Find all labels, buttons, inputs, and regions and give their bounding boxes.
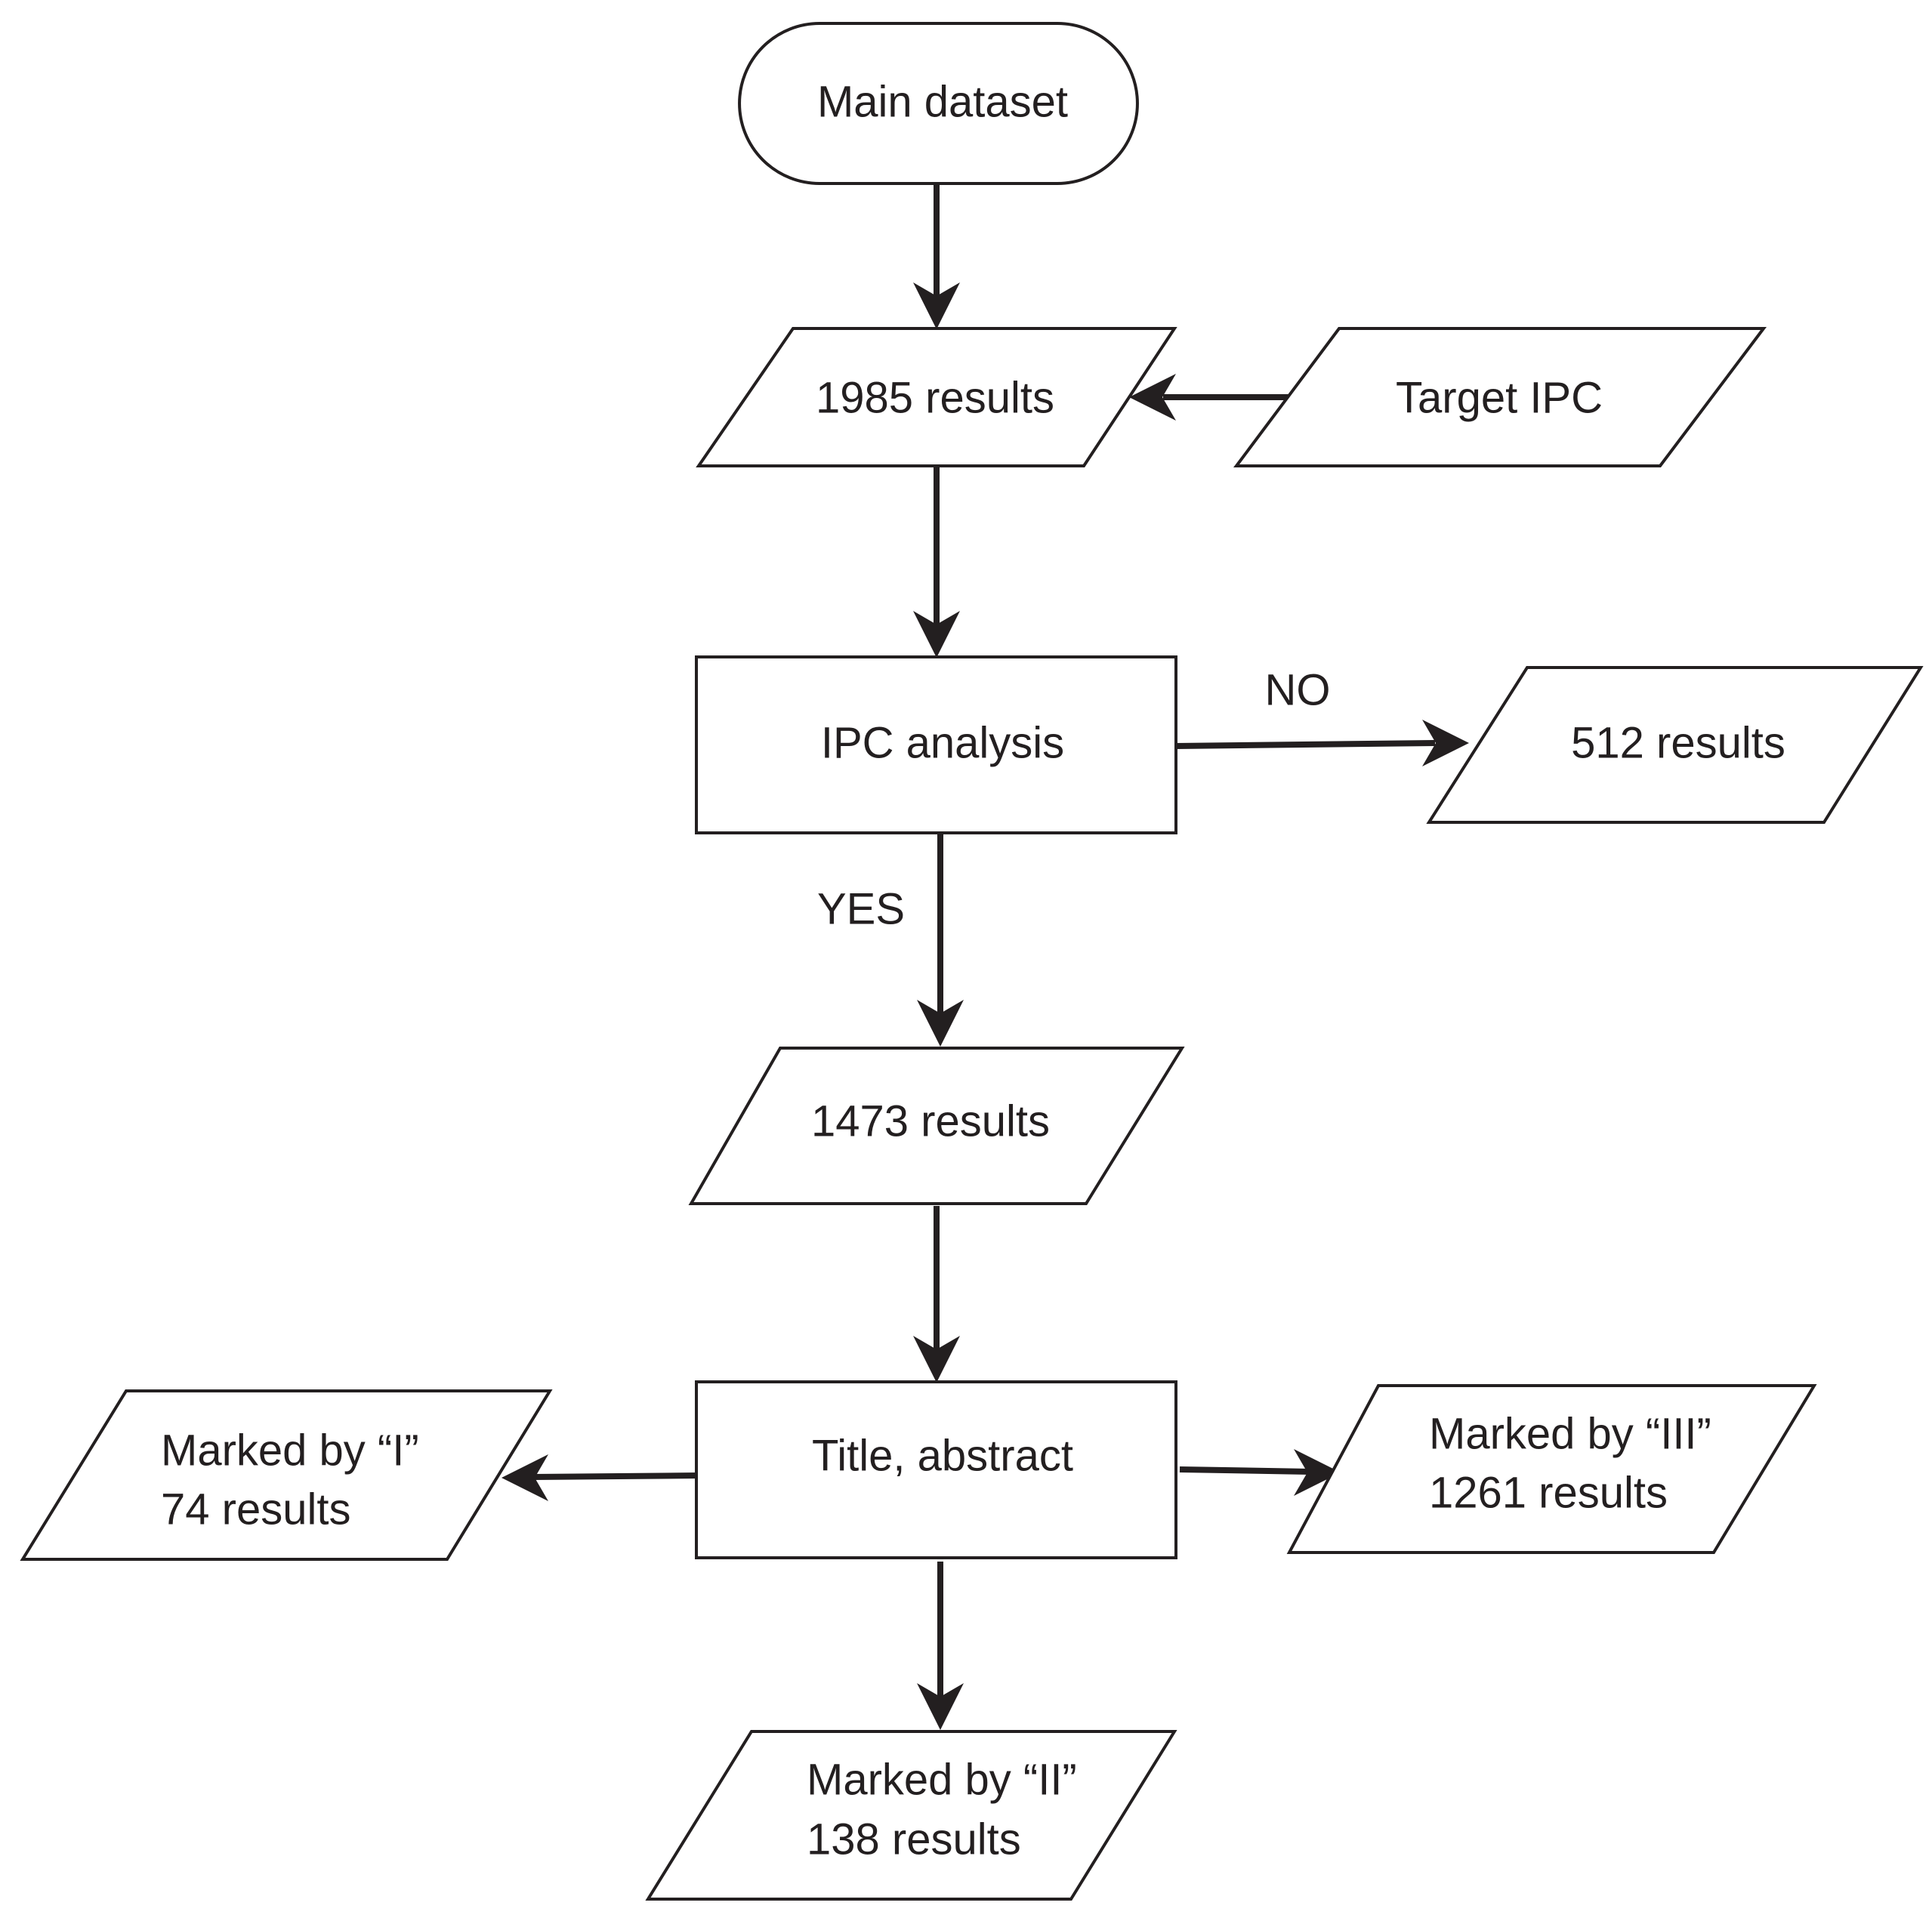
node-results-1985: 1985 results bbox=[696, 327, 1177, 467]
node-marked-iii: Marked by “III” 1261 results bbox=[1286, 1384, 1817, 1554]
edge-ipc-to-1473 bbox=[917, 833, 964, 1047]
edge-1473-to-title bbox=[913, 1206, 960, 1383]
edge-label-no: NO bbox=[1265, 665, 1331, 714]
node-target-ipc-label: Target IPC bbox=[1396, 373, 1603, 422]
edge-title-to-marked-iii bbox=[1179, 1449, 1341, 1496]
node-marked-ii: Marked by “II” 138 results bbox=[645, 1730, 1177, 1901]
node-results-1473-label: 1473 results bbox=[811, 1096, 1050, 1146]
node-marked-i-label: Marked by “I” bbox=[161, 1426, 419, 1475]
edge-title-to-marked-ii bbox=[917, 1562, 964, 1730]
node-marked-ii-label: Marked by “II” bbox=[807, 1755, 1077, 1804]
node-results-512-label: 512 results bbox=[1571, 718, 1785, 767]
node-target-ipc: Target IPC bbox=[1233, 327, 1767, 467]
node-results-512: 512 results bbox=[1426, 666, 1924, 824]
edge-ipc-to-512 bbox=[1175, 720, 1469, 766]
node-marked-ii-count: 138 results bbox=[807, 1815, 1021, 1864]
node-results-1985-label: 1985 results bbox=[816, 373, 1054, 422]
edge-title-to-marked-i bbox=[502, 1454, 699, 1501]
node-main-dataset-label: Main dataset bbox=[817, 77, 1068, 126]
edges bbox=[502, 183, 1469, 1730]
node-title-abstract: Title, abstract bbox=[695, 1380, 1177, 1559]
node-marked-iii-label: Marked by “III” bbox=[1429, 1409, 1711, 1458]
node-main-dataset: Main dataset bbox=[738, 22, 1139, 185]
edge-label-yes: YES bbox=[817, 884, 905, 933]
edge-1985-to-ipc bbox=[913, 466, 960, 658]
node-ipc-analysis: IPC analysis bbox=[695, 655, 1177, 834]
node-title-abstract-label: Title, abstract bbox=[812, 1431, 1073, 1480]
node-marked-iii-count: 1261 results bbox=[1429, 1468, 1668, 1517]
edge-target-to-1985 bbox=[1129, 374, 1292, 421]
node-marked-i: Marked by “I” 74 results bbox=[20, 1389, 553, 1561]
node-marked-i-count: 74 results bbox=[161, 1485, 350, 1534]
edge-main-to-1985 bbox=[913, 183, 960, 329]
node-results-1473: 1473 results bbox=[688, 1047, 1185, 1205]
node-ipc-analysis-label: IPC analysis bbox=[821, 718, 1064, 767]
